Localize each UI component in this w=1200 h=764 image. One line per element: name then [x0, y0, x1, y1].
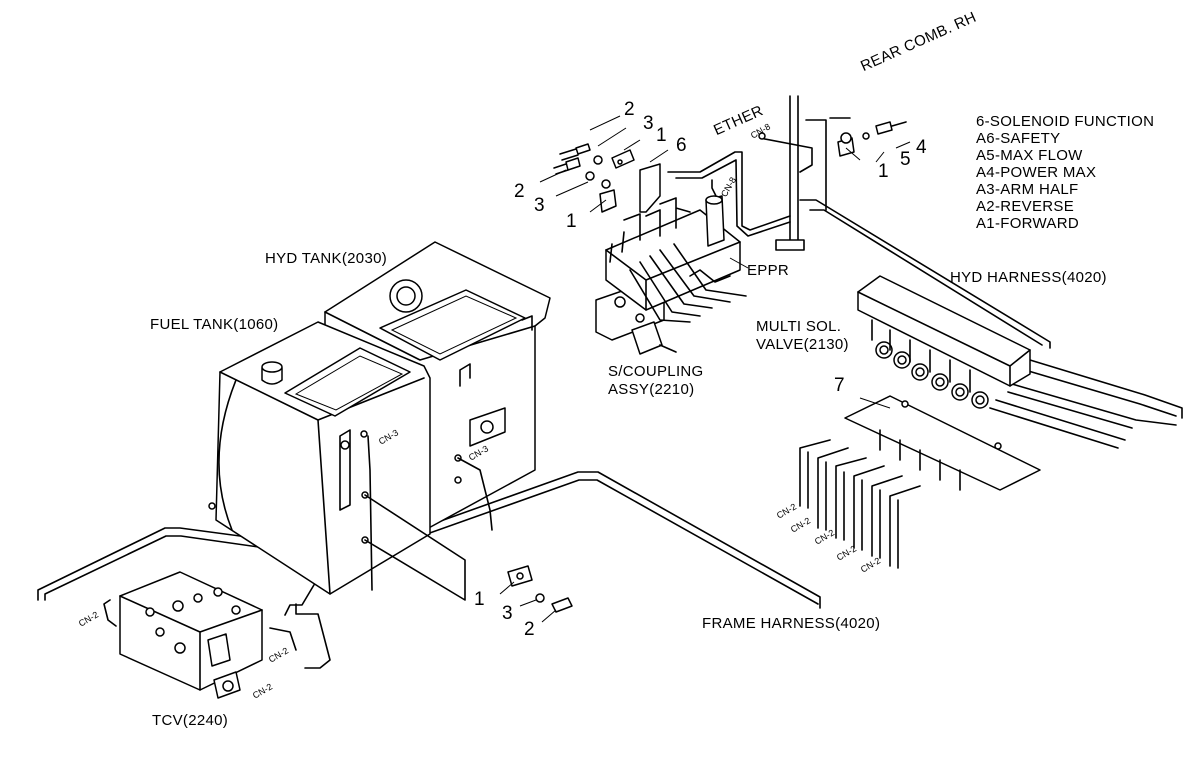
- solenoid-function-legend: 6-SOLENOID FUNCTION A6-SAFETY A5-MAX FLO…: [976, 113, 1154, 232]
- part-number: 1: [656, 125, 667, 146]
- multi-sol-valve: [857, 275, 1031, 450]
- part-number: 5: [900, 149, 911, 170]
- part-number: 6: [676, 135, 687, 156]
- hyd-tank: [324, 241, 551, 531]
- upper-valve-block: [595, 179, 747, 355]
- fuel-tank: [208, 321, 466, 601]
- lower-hardware: [507, 565, 573, 613]
- part-number: 1: [878, 161, 889, 182]
- part-number: 3: [502, 603, 513, 624]
- tcv-label: TCV(2240): [152, 712, 229, 729]
- ether-harness: [667, 132, 813, 237]
- hyd-harness-line: [799, 199, 1183, 449]
- part-number: 7: [834, 375, 845, 396]
- legend-item: A6-SAFETY: [976, 130, 1061, 147]
- legend-title: 6-SOLENOID FUNCTION: [976, 113, 1155, 130]
- part-number: 1: [566, 211, 577, 232]
- hyd-tank-label: HYD TANK(2030): [265, 250, 388, 267]
- multi-sol-label-line2: VALVE(2130): [756, 336, 849, 353]
- tcv-block: [103, 571, 297, 699]
- part-number: 3: [643, 113, 654, 134]
- multi-sol-label-line1: MULTI SOL.: [756, 318, 842, 335]
- hyd-harness-label: HYD HARNESS(4020): [950, 269, 1107, 286]
- connector-plate: [799, 395, 1041, 569]
- legend-item: A2-REVERSE: [976, 198, 1075, 215]
- part-number: 2: [514, 181, 525, 202]
- part-number: 4: [916, 137, 927, 158]
- upper-hardware: [553, 121, 907, 213]
- rear-post: [775, 95, 851, 251]
- part-number: 3: [534, 195, 545, 216]
- legend-item: A5-MAX FLOW: [976, 147, 1083, 164]
- fuel-tank-label: FUEL TANK(1060): [150, 316, 279, 333]
- legend-item: A4-POWER MAX: [976, 164, 1097, 181]
- frame-harness-label: FRAME HARNESS(4020): [702, 615, 881, 632]
- legend-item: A3-ARM HALF: [976, 181, 1079, 198]
- part-number: 2: [624, 99, 635, 120]
- part-number: 1: [474, 589, 485, 610]
- s-coupling-label-line1: S/COUPLING: [608, 363, 704, 380]
- legend-item: A1-FORWARD: [976, 215, 1080, 232]
- eppr-label: EPPR: [747, 262, 790, 279]
- leader-lines: [499, 115, 911, 623]
- s-coupling-label-line2: ASSY(2210): [608, 381, 695, 398]
- part-number: 2: [524, 619, 535, 640]
